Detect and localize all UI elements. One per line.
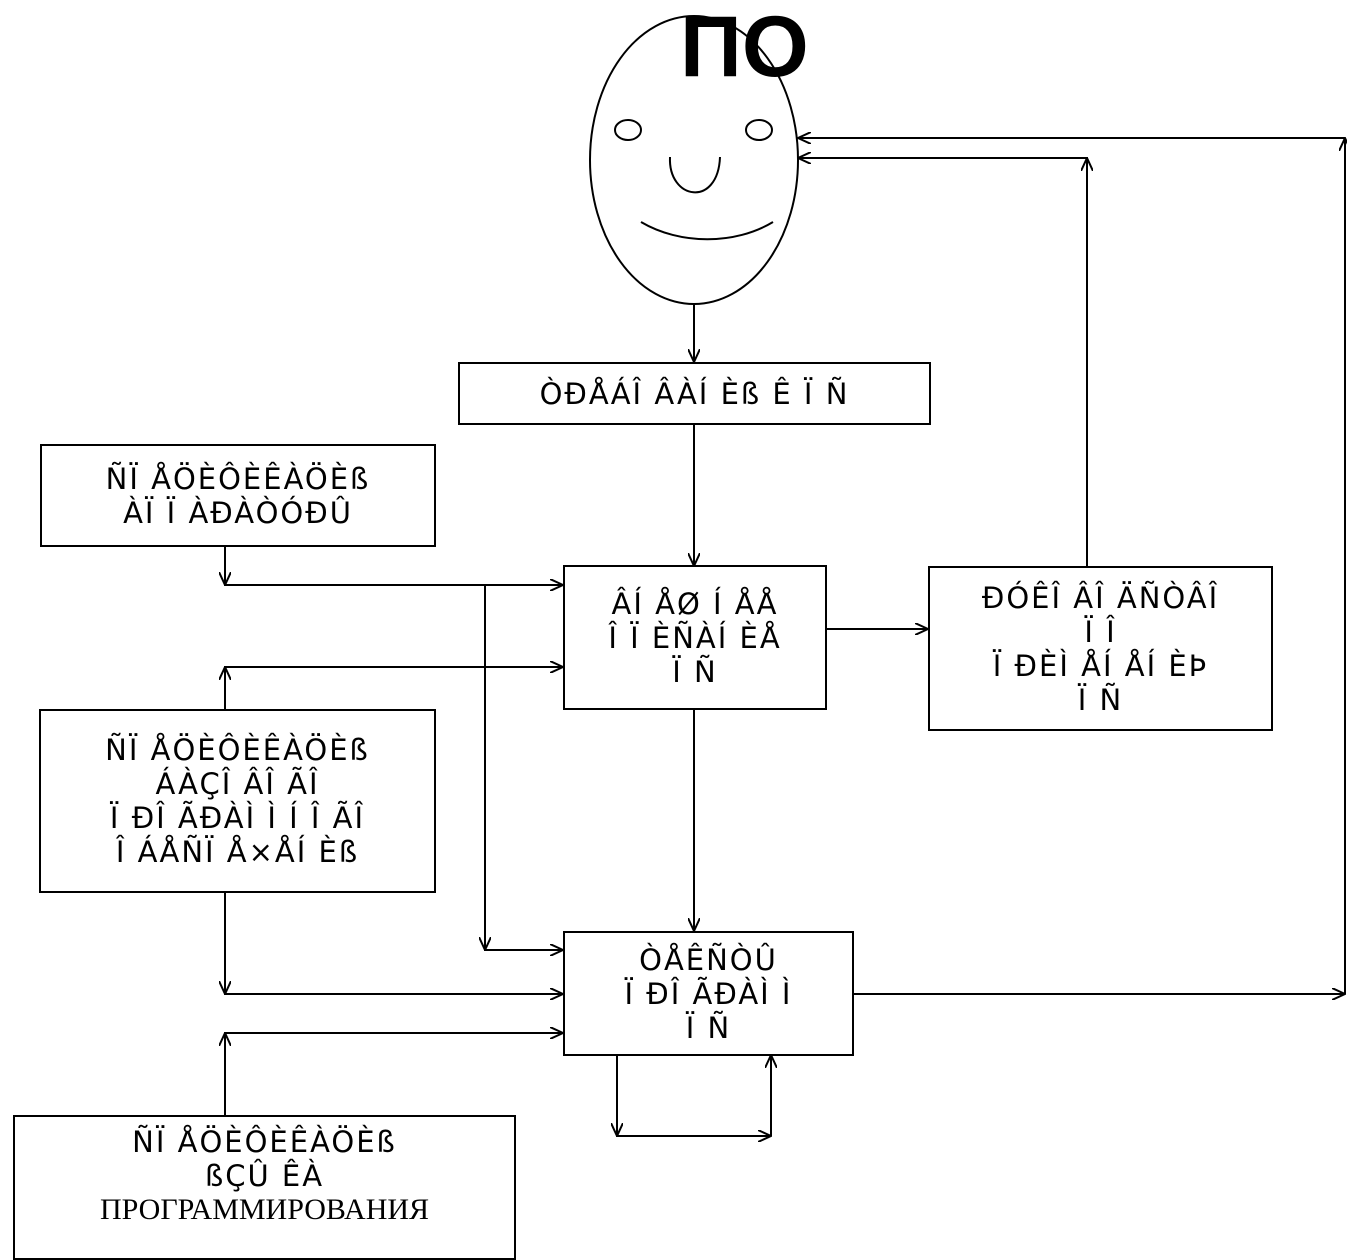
arrow-left3-to-texts <box>225 1033 563 1116</box>
box-line: ÑÏ ÅÖÈÔÈÊÀÖÈß <box>106 462 371 496</box>
box-line: ÁÀÇÎ ÂÎ ÃÎ <box>156 767 320 801</box>
diagram-title: ПО <box>680 2 809 92</box>
box-line: Ï Ñ <box>1078 683 1123 717</box>
box-line: ПРОГРАММИРОВАНИЯ <box>100 1193 429 1227</box>
arrow-left2-to-texts <box>225 892 563 994</box>
box-requirements: ÒÐÅÁÎ ÂÀÍ Èß Ê Ï Ñ <box>458 362 931 425</box>
arrow-branch-to-texts <box>485 585 563 950</box>
loop-texts-self <box>617 1055 771 1136</box>
box-line: Î Ï ÈÑÀÍ ÈÅ <box>608 621 781 655</box>
box-line: ÒÅÊÑÒÛ <box>639 943 778 977</box>
box-equipment-spec: ÑÏ ÅÖÈÔÈÊÀÖÈß ÀÏ Ï ÀÐÀÒÓÐÛ <box>40 444 436 547</box>
box-line: Ï Î <box>1084 615 1116 649</box>
box-line: Ï Ñ <box>672 655 717 689</box>
box-base-software-spec: ÑÏ ÅÖÈÔÈÊÀÖÈß ÁÀÇÎ ÂÎ ÃÎ Ï ÐÎ ÃÐÀÌ Ì Í Î… <box>39 709 436 893</box>
box-line: ÑÏ ÅÖÈÔÈÊÀÖÈß <box>132 1125 397 1159</box>
box-line: Ï Ñ <box>686 1011 731 1045</box>
box-line: Ï ÐÈÌ ÅÍ ÅÍ ÈÞ <box>993 649 1208 683</box>
box-user-guide: ÐÓÊÎ ÂÎ ÄÑÒÂÎ Ï Î Ï ÐÈÌ ÅÍ ÅÍ ÈÞ Ï Ñ <box>928 566 1273 731</box>
box-language-spec: ÑÏ ÅÖÈÔÈÊÀÖÈß ßÇÛ ÊÀ ПРОГРАММИРОВАНИЯ <box>13 1115 516 1260</box>
box-external-description: ÂÍ ÅØ Í ÅÅ Î Ï ÈÑÀÍ ÈÅ Ï Ñ <box>563 565 827 710</box>
box-line: ÒÐÅÁÎ ÂÀÍ Èß Ê Ï Ñ <box>540 377 850 411</box>
box-program-texts: ÒÅÊÑÒÛ Ï ÐÎ ÃÐÀÌ Ì Ï Ñ <box>563 931 854 1056</box>
box-line: ÂÍ ÅØ Í ÅÅ <box>612 587 779 621</box>
box-line: ßÇÛ ÊÀ <box>205 1159 324 1193</box>
box-line: ÀÏ Ï ÀÐÀÒÓÐÛ <box>123 496 353 530</box>
box-line: ÑÏ ÅÖÈÔÈÊÀÖÈß <box>105 733 370 767</box>
box-line: Ï ÐÎ ÃÐÀÌ Ì Í Î ÃÎ <box>110 801 365 835</box>
box-line: Ï ÐÎ ÃÐÀÌ Ì <box>625 977 793 1011</box>
arrow-left1-to-external <box>225 546 563 585</box>
arrow-left2-to-external <box>225 667 563 709</box>
box-line: ÐÓÊÎ ÂÎ ÄÑÒÂÎ <box>982 581 1219 615</box>
box-line: Î ÁÅÑÏ Å×ÅÍ Èß <box>116 835 359 869</box>
